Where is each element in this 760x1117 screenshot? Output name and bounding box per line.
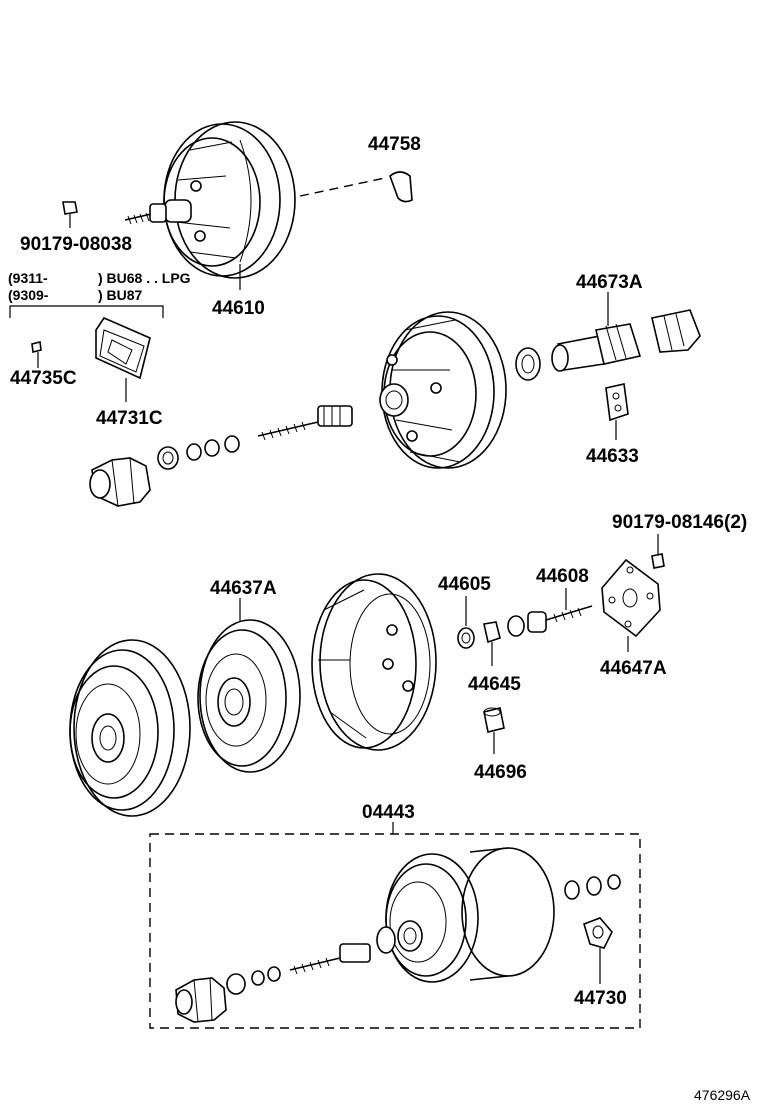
label-90179-08038: 90179-08038 <box>20 234 132 255</box>
label-44637A: 44637A <box>210 578 277 599</box>
label-44696: 44696 <box>474 762 527 783</box>
nut-90179-08038 <box>62 201 78 228</box>
kit-small-parts <box>564 874 621 900</box>
valve-body-44673A <box>515 292 701 381</box>
label-44758: 44758 <box>368 134 421 155</box>
part-44730 <box>583 917 613 984</box>
kit-boundary-04443 <box>149 833 641 1029</box>
booster-shell-middle <box>379 311 507 469</box>
part-44696 <box>483 707 505 754</box>
label-44610: 44610 <box>212 298 265 319</box>
boot-middle <box>89 457 151 507</box>
label-44730: 44730 <box>574 988 627 1009</box>
front-shell <box>311 573 437 751</box>
applicability-date-1: (9311- <box>8 270 48 286</box>
part-44645 <box>483 621 501 666</box>
part-44605 <box>457 596 475 649</box>
label-04443: 04443 <box>362 802 415 823</box>
kit-boot <box>175 977 227 1023</box>
label-44735C: 44735C <box>10 368 77 389</box>
applicability-model-2: ) BU87 <box>98 287 143 303</box>
part-44735C <box>31 341 42 368</box>
gasket-44758 <box>389 171 413 203</box>
illustration-number: 476296A <box>694 1087 751 1103</box>
leader-44758 <box>299 177 386 197</box>
part-44633 <box>605 383 629 440</box>
brake-booster-44610 <box>124 121 296 290</box>
applicability-model-1: ) BU68 . . LPG <box>98 270 191 286</box>
label-44673A: 44673A <box>576 272 643 293</box>
kit-push-rod <box>226 943 371 995</box>
label-44731C: 44731C <box>96 408 163 429</box>
push-rod-assembly <box>257 405 353 441</box>
label-44608: 44608 <box>536 566 589 587</box>
label-44647A: 44647A <box>600 658 667 679</box>
applicability-date-2: (9309- <box>8 287 49 303</box>
label-44605: 44605 <box>438 574 491 595</box>
kit-booster <box>376 847 555 983</box>
label-90179-08146: 90179-08146(2) <box>612 512 747 533</box>
diaphragm-44637A <box>197 598 301 773</box>
seal-rings-middle <box>157 435 240 470</box>
bracket-44647A <box>601 558 661 652</box>
nut-90179-08146 <box>651 534 665 569</box>
part-44608 <box>507 588 593 637</box>
plate-44731C <box>95 316 151 402</box>
label-44633: 44633 <box>586 446 639 467</box>
rear-shell <box>69 639 191 817</box>
applicability-bracket <box>9 305 164 318</box>
label-44645: 44645 <box>468 674 521 695</box>
